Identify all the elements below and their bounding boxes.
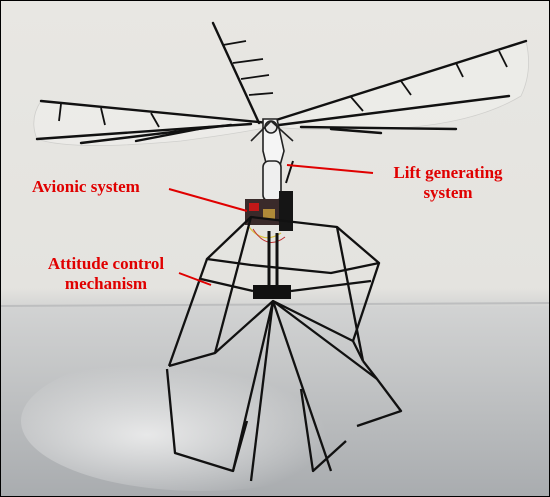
label-lift-line1: Lift generating (393, 163, 503, 182)
label-attitude-line2: mechanism (64, 274, 148, 293)
left-wing-spars (35, 21, 271, 145)
label-lift-line2: system (423, 183, 473, 202)
leader-lines (168, 164, 374, 286)
lift-mechanism (250, 118, 294, 202)
leader-lift (286, 164, 374, 174)
table-reflection (21, 351, 381, 491)
label-avionic-system: Avionic system (32, 177, 140, 196)
leader-avionic (168, 188, 248, 212)
base-block (253, 285, 291, 299)
right-wing-ribs (350, 50, 508, 112)
right-wing-spars (271, 39, 528, 135)
central-shaft (267, 231, 279, 293)
right-wing-membrane (272, 40, 529, 131)
attitude-cage (165, 215, 403, 482)
label-attitude-line1: Attitude control (47, 254, 165, 273)
left-wing-ribs (58, 40, 274, 128)
label-attitude-control: Attitude control mechanism (31, 254, 181, 294)
label-lift-generating: Lift generating system (373, 163, 523, 203)
leader-attitude (178, 272, 212, 286)
